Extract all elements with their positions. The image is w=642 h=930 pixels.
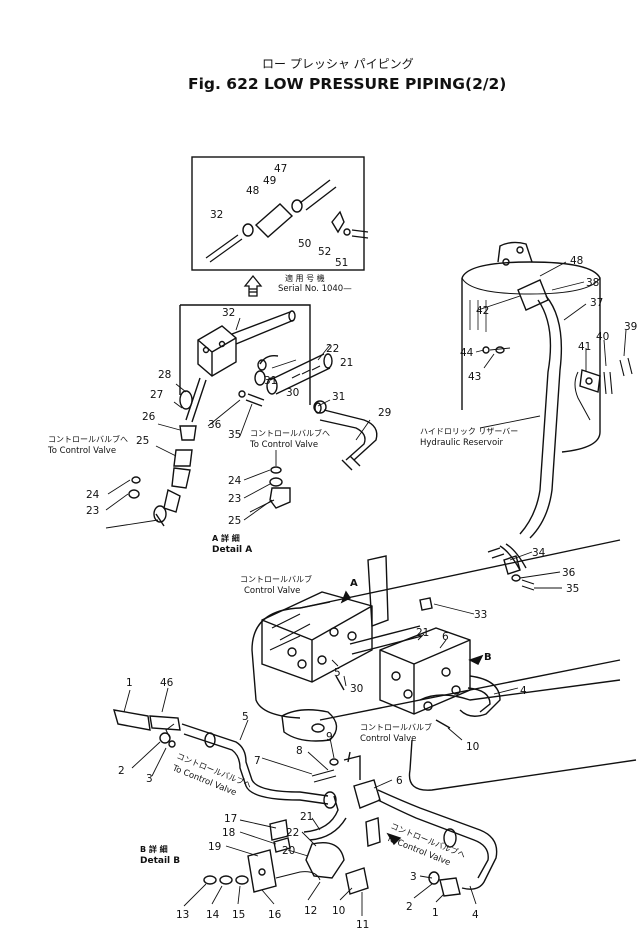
part-number: 29	[378, 407, 391, 419]
note-control-valve-jp: コントロールバルブ	[240, 574, 312, 584]
note-control-valve-en: Control Valve	[244, 586, 300, 596]
part-number: 14	[206, 909, 220, 921]
part-number: 4	[472, 909, 479, 921]
part-number: 22	[286, 827, 299, 839]
part-number: 1	[126, 677, 133, 689]
part-number: 21	[416, 627, 429, 639]
part-number: 16	[268, 909, 282, 921]
part-number: 10	[332, 905, 345, 917]
part-number: 48	[246, 185, 259, 197]
note-hydraulic-reservoir-en: Hydraulic Reservoir	[420, 438, 504, 448]
part-number: 31	[264, 375, 277, 387]
note-hydraulic-reservoir-jp: ハイドロリック リザーバー	[420, 427, 518, 436]
callouts-layer: 47 49 48 32 50 52 51 32 22 21 28 31 30 3…	[86, 163, 637, 930]
part-number: 25	[228, 515, 241, 527]
part-number: 43	[468, 371, 481, 383]
part-number: 3	[146, 773, 153, 785]
part-number: 50	[298, 238, 311, 250]
part-number: 18	[222, 827, 235, 839]
part-number: 44	[460, 347, 474, 359]
part-number: 11	[356, 919, 369, 930]
part-number: 2	[406, 901, 413, 913]
part-number: 42	[476, 305, 489, 317]
serial-label-en: Serial No. 1040—	[278, 284, 352, 294]
detail-a-caption-en: Detail A	[212, 545, 252, 555]
part-number: 40	[596, 331, 609, 343]
part-number: 19	[208, 841, 221, 853]
part-number: 15	[232, 909, 245, 921]
main-assembly-drawing	[113, 539, 637, 916]
part-number: 28	[158, 369, 171, 381]
note-to-control-valve-en: To Control Valve	[47, 446, 116, 456]
part-number: 20	[282, 845, 295, 857]
part-number: 39	[624, 321, 637, 333]
detail-b-caption-en: Detail B	[140, 856, 180, 866]
part-number: 1	[432, 907, 439, 919]
serial-label-jp: 適 用 号 機	[285, 273, 325, 283]
note-to-control-valve-jp: コントロールバルブへ	[48, 434, 128, 444]
view-b-marker: B	[484, 652, 492, 663]
part-number: 49	[263, 175, 276, 187]
part-number: 31	[332, 391, 345, 403]
part-number: 23	[86, 505, 99, 517]
part-number: 12	[304, 905, 317, 917]
part-number: 34	[532, 547, 546, 559]
part-number: 30	[286, 387, 299, 399]
part-number: 21	[340, 357, 353, 369]
part-number: 8	[296, 745, 303, 757]
part-number: 2	[118, 765, 125, 777]
view-a-marker: A	[350, 578, 358, 589]
title-english: Fig. 622 LOW PRESSURE PIPING(2/2)	[188, 75, 506, 93]
part-number: 36	[208, 419, 222, 431]
arrow-up-icon	[243, 274, 263, 297]
part-number: 51	[335, 257, 348, 269]
part-number: 41	[578, 341, 591, 353]
title-japanese: ロー プレッシャ パイピング	[262, 57, 414, 71]
part-number: 30	[350, 683, 363, 695]
part-number: 24	[86, 489, 100, 501]
part-number: 48	[570, 255, 583, 267]
part-number: 24	[228, 475, 242, 487]
hydraulic-reservoir	[461, 241, 633, 539]
part-number: 26	[142, 411, 156, 423]
part-number: 17	[224, 813, 237, 825]
part-number: 25	[136, 435, 149, 447]
part-number: 47	[274, 163, 287, 175]
part-number: 37	[590, 297, 603, 309]
note-to-control-valve-jp: コントロールバルブへ	[250, 428, 330, 438]
part-number: 36	[562, 567, 576, 579]
part-number: 5	[334, 667, 341, 679]
note-control-valve-jp: コントロールバルブ	[360, 722, 432, 732]
part-number: 38	[586, 277, 599, 289]
part-number: 10	[466, 741, 479, 753]
part-number: 27	[150, 389, 163, 401]
part-number: 46	[160, 677, 174, 689]
note-control-valve-en: Control Valve	[360, 734, 416, 744]
part-number: 33	[474, 609, 487, 621]
part-number: 23	[228, 493, 241, 505]
detail-b-caption-jp: B 詳 細	[140, 844, 168, 854]
part-number: 7	[254, 755, 261, 767]
part-number: 32	[210, 209, 223, 221]
detail-a-drawing	[105, 304, 378, 529]
inset-serial-variant	[191, 156, 369, 271]
note-to-control-valve-en: To Control Valve	[249, 440, 318, 450]
part-number: 6	[442, 631, 449, 643]
part-number: 13	[176, 909, 189, 921]
part-number: 5	[242, 711, 249, 723]
part-number: 32	[222, 307, 235, 319]
notes-layer: コントロールバルブへ To Control Valve コントロールバルブへ T…	[47, 427, 518, 868]
part-number: 35	[228, 429, 241, 441]
part-number: 35	[566, 583, 579, 595]
part-number: 6	[396, 775, 403, 787]
part-number: 9	[326, 731, 333, 743]
detail-a-caption-jp: A 詳 細	[212, 533, 240, 543]
part-number: 22	[326, 343, 339, 355]
part-number: 3	[410, 871, 417, 883]
part-number: 21	[300, 811, 313, 823]
part-number: 52	[318, 246, 331, 258]
part-number: 4	[520, 685, 527, 697]
